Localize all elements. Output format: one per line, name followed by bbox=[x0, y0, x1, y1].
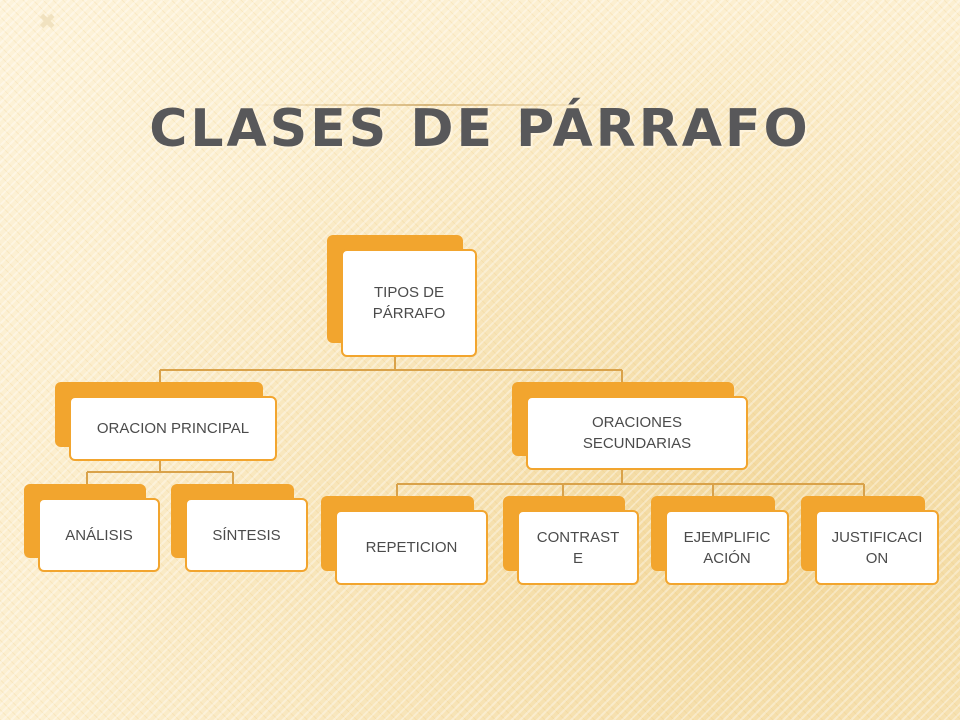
node-contraste: CONTRASTE bbox=[503, 496, 639, 585]
node-ejemplificacion: EJEMPLIFICACIÓN bbox=[651, 496, 789, 585]
node-repeticion: REPETICION bbox=[321, 496, 488, 585]
node-justificacion-label: JUSTIFICACION bbox=[815, 510, 939, 585]
node-root: TIPOS DE PÁRRAFO bbox=[327, 235, 477, 357]
node-secondary-sentences: ORACIONES SECUNDARIAS bbox=[512, 382, 748, 470]
node-repeticion-label: REPETICION bbox=[335, 510, 488, 585]
slide-mark-icon: ✖ bbox=[38, 10, 57, 35]
node-root-label: TIPOS DE PÁRRAFO bbox=[341, 249, 477, 357]
node-main-sentence: ORACION PRINCIPAL bbox=[55, 382, 277, 461]
node-justificacion: JUSTIFICACION bbox=[801, 496, 939, 585]
node-sintesis-label: SÍNTESIS bbox=[185, 498, 308, 572]
slide-title: CLASES DE PÁRRAFO bbox=[149, 99, 811, 159]
node-secondary-sentences-label: ORACIONES SECUNDARIAS bbox=[526, 396, 748, 470]
node-sintesis: SÍNTESIS bbox=[171, 484, 308, 572]
node-analisis: ANÁLISIS bbox=[24, 484, 160, 572]
title-rule bbox=[242, 104, 612, 106]
node-main-sentence-label: ORACION PRINCIPAL bbox=[69, 396, 277, 461]
node-contraste-label: CONTRASTE bbox=[517, 510, 639, 585]
node-ejemplificacion-label: EJEMPLIFICACIÓN bbox=[665, 510, 789, 585]
node-analisis-label: ANÁLISIS bbox=[38, 498, 160, 572]
